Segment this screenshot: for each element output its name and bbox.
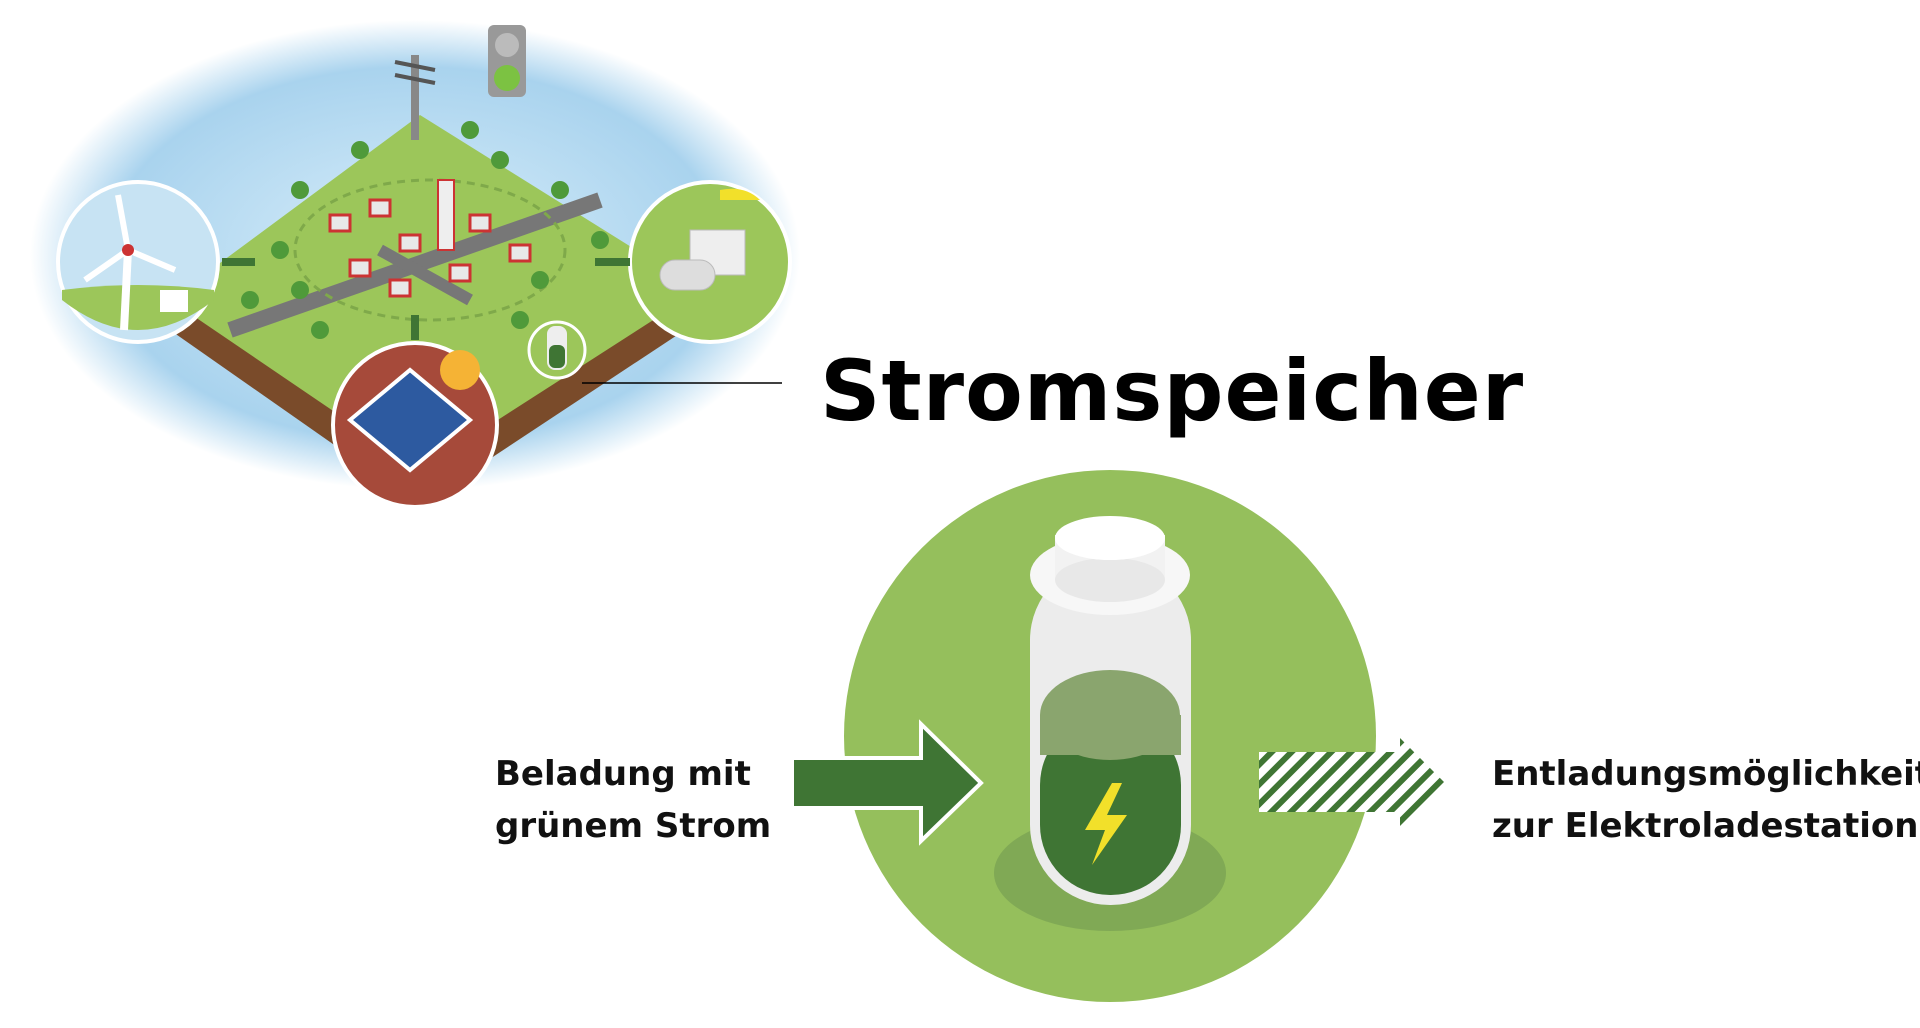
input-label: Beladung mit grünem Strom [495, 748, 771, 852]
charging-arrow [790, 719, 984, 846]
output-label-line2: zur Elektroladestation [1492, 806, 1919, 846]
smart-city-illustration [30, 20, 800, 509]
battery-icon [527, 320, 587, 380]
battery-storage-graphic [844, 470, 1376, 1002]
power-pole-icon [394, 55, 436, 140]
diagram-title: Stromspeicher [820, 342, 1525, 440]
lightning-icon [1085, 783, 1127, 865]
solar-panel-icon [331, 341, 499, 509]
output-label-line1: Entladungsmöglichkeit [1492, 754, 1920, 794]
output-label: Entladungsmöglichkeit zur Elektroladesta… [1492, 748, 1920, 852]
wind-turbine-icon [56, 180, 220, 344]
discharging-arrow [1259, 738, 1445, 828]
power-plant-icon [628, 180, 792, 344]
input-label-line1: Beladung mit [495, 754, 751, 794]
traffic-light-icon [488, 25, 526, 97]
input-label-line2: grünem Strom [495, 806, 772, 846]
